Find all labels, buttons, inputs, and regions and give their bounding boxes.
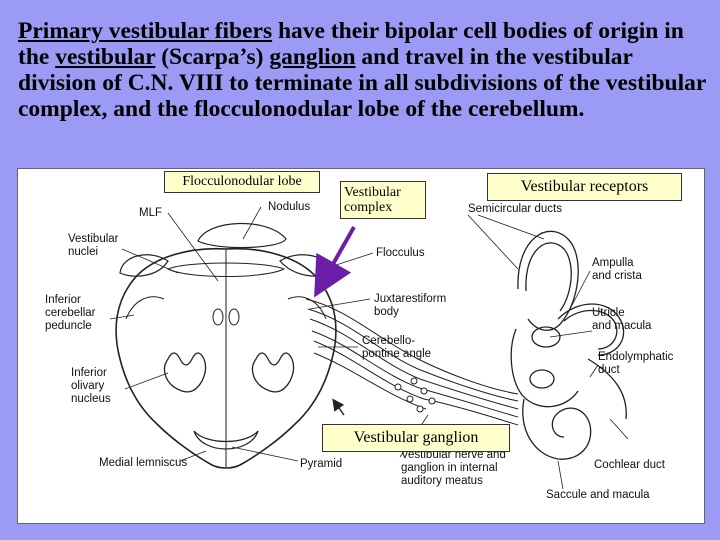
label-endolymphatic-duct: Endolymphatic duct [598,351,674,376]
flocculus-outline-left [119,254,169,277]
heading-term-ganglion: ganglion [269,44,356,70]
label-utricle-and-macula: Utricle and macula [592,307,652,332]
slide-heading: Primary vestibular fibers have their bip… [18,18,708,122]
peduncle-right [287,296,327,320]
inferior-olive-right [251,352,295,393]
label-cochlear-duct: Cochlear duct [594,459,665,471]
ganglion-cells [394,377,436,413]
callout-vestibular-receptors: Vestibular receptors [487,173,682,201]
callout-vestibular-ganglion: Vestibular ganglion [322,424,510,452]
peduncle-left [125,296,165,320]
brainstem-diagram: MLF Nodulus Vestibular nuclei Flocculus … [17,168,705,524]
label-pyramid: Pyramid [300,458,343,470]
callout-vestibular-complex: Vestibular complex [340,181,426,219]
ganglion-pointer-arrow [332,398,345,416]
label-medial-lemniscus: Medial lemniscus [99,457,188,469]
label-ampulla-and-crista: Ampulla and crista [592,257,642,282]
label-vestibular-nerve-and-ganglion: Vestibular nerve and ganglion in interna… [401,449,506,487]
label-nodulus: Nodulus [268,201,311,213]
callout-flocculonodular-lobe: Flocculonodular lobe [164,171,320,193]
label-flocculus: Flocculus [376,247,425,259]
label-mlf: MLF [139,207,162,219]
heading-term-primary-vestibular-fibers: Primary vestibular fibers [18,18,273,44]
label-cerebellopontine-angle: Cerebello- pontine angle [362,335,432,360]
heading-text-2: (Scarpa’s) [155,44,270,70]
label-saccule-and-macula: Saccule and macula [546,489,650,501]
label-juxtarestiform-body: Juxtarestiform body [374,293,447,318]
vestibular-complex-arrow [314,226,356,298]
medulla-outline [115,247,337,469]
label-inferior-cerebellar-peduncle: Inferior cerebellar peduncle [45,294,96,332]
inner-ear [510,230,627,460]
heading-text-3: and travel in the vestibular division of… [18,44,706,122]
fourth-ventricle [166,262,286,277]
diagram-drawing [109,206,629,490]
heading-term-vestibular: vestibular [55,44,156,70]
label-vestibular-nuclei: Vestibular nuclei [68,233,119,258]
leader-lines [109,206,629,490]
mlf-right [228,308,240,326]
label-semicircular-ducts: Semicircular ducts [468,203,562,215]
nodulus-outline [197,222,287,249]
inferior-olive-left [163,352,207,393]
pyramids [193,430,259,450]
label-inferior-olivary-nucleus: Inferior olivary nucleus [71,367,111,405]
mlf-left [212,308,224,326]
heading-text-1: have their bipolar cell bodies of origin… [18,18,684,70]
